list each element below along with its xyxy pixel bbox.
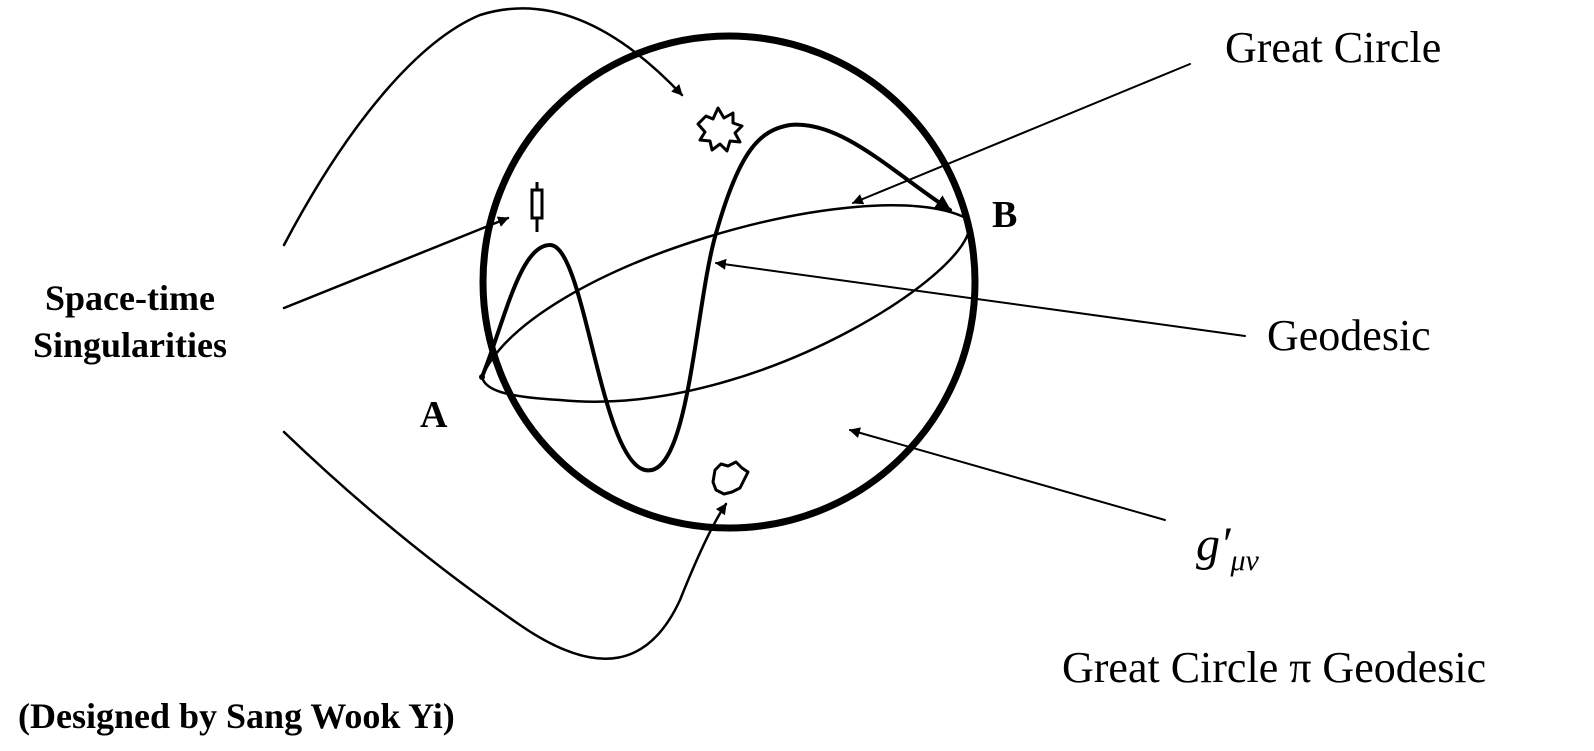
credit-label: (Designed by Sang Wook Yi) xyxy=(18,696,455,736)
great-circle-label: Great Circle xyxy=(1225,23,1441,72)
singularity-burst-top xyxy=(696,106,744,153)
pointer-to-top-singularity xyxy=(282,7,684,247)
pointer-geodesic xyxy=(714,258,1246,337)
point-a-marker xyxy=(479,374,485,380)
great-circle-ellipse xyxy=(480,204,971,403)
relation-label: Great Circle π Geodesic xyxy=(1062,643,1486,692)
pointer-to-left-singularity xyxy=(282,216,510,310)
point-a-label: A xyxy=(420,394,448,436)
geodesic-curve xyxy=(480,122,952,473)
pointer-metric xyxy=(848,427,1166,521)
point-b-marker xyxy=(962,213,968,219)
metric-g: g xyxy=(1196,518,1220,571)
point-b-label: B xyxy=(992,194,1017,236)
singularity-blob-bottom xyxy=(711,460,750,496)
pointer-great-circle xyxy=(851,63,1191,205)
singularities-label-line2: Singularities xyxy=(33,325,227,365)
pointer-to-bottom-singularity xyxy=(282,430,728,660)
sphere-boundary xyxy=(479,32,979,532)
metric-label: g′μν xyxy=(1196,518,1260,577)
singularity-rod-left xyxy=(530,188,544,220)
singularities-label-line1: Space-time xyxy=(45,278,215,318)
metric-prime: ′ xyxy=(1220,518,1232,571)
metric-subscript: μν xyxy=(1230,544,1260,577)
geodesic-label: Geodesic xyxy=(1267,311,1431,360)
